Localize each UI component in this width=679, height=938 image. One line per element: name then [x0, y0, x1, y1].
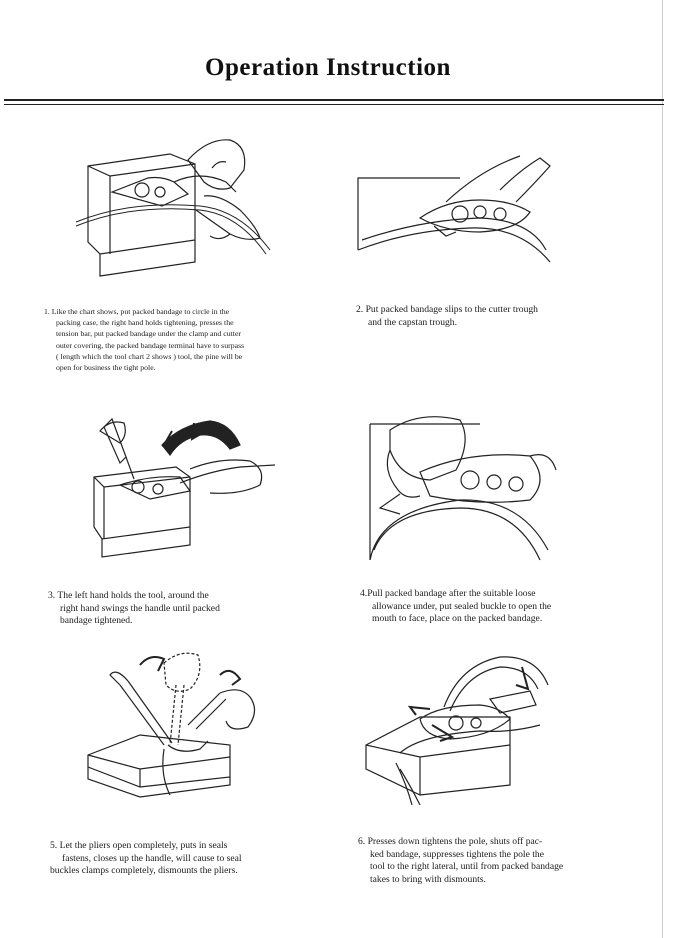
step-2-caption: 2. Put packed bandage slips to the cutte…	[356, 304, 538, 329]
page-title: Operation Instruction	[205, 54, 451, 81]
step-4-line: mouth to face, place on the packed banda…	[372, 613, 543, 625]
step-6-line: takes to bring with dismounts.	[370, 873, 486, 885]
step-2-line: 2. Put packed bandage slips to the cutte…	[356, 304, 538, 315]
step-3-line: 3. The left hand holds the tool, around …	[48, 590, 209, 601]
step-5-caption: 5. Let the pliers open completely, puts …	[50, 840, 242, 878]
step-4-line: allowance under, put sealed buckle to op…	[372, 600, 552, 612]
step-5-line: fastens, closes up the handle, will caus…	[62, 852, 242, 864]
step-2-illustration	[350, 150, 560, 280]
title-rule-thick	[4, 99, 664, 101]
step-1-illustration	[70, 130, 280, 280]
step-3-line: bandage tightened.	[60, 615, 133, 627]
step-4-caption: 4.Pull packed bandage after the suitable…	[360, 588, 551, 626]
step-1-line: 1. Like the chart shows, put packed band…	[44, 307, 230, 316]
step-6-line: 6. Presses down tightens the pole, shuts…	[358, 836, 543, 847]
step-3-caption: 3. The left hand holds the tool, around …	[48, 590, 220, 628]
step-1-line: packing case, the right hand holds tight…	[56, 318, 234, 328]
step-4-line: 4.Pull packed bandage after the suitable…	[360, 588, 536, 599]
step-6-line: tool to the right lateral, until from pa…	[370, 861, 564, 873]
step-1-line: open for business the tight pole.	[56, 363, 156, 373]
step-6-line: ked bandage, suppresses tightens the pol…	[370, 848, 544, 860]
title-rule-thin	[4, 104, 664, 105]
step-1-line: tension bar, put packed bandage under th…	[56, 329, 242, 339]
step-2-line: and the capstan trough.	[368, 316, 457, 328]
step-5-line: buckles clamps completely, dismounts the…	[50, 865, 238, 877]
step-3-illustration	[80, 405, 290, 565]
page-edge-line	[662, 0, 663, 938]
step-6-caption: 6. Presses down tightens the pole, shuts…	[358, 836, 563, 886]
step-3-line: right hand swings the handle until packe…	[60, 602, 220, 614]
step-5-illustration	[80, 645, 280, 805]
step-1-line: ( length which the tool chart 2 shows ) …	[56, 351, 243, 361]
step-1-line: outer covering, the packed bandage termi…	[56, 340, 245, 350]
step-6-illustration	[360, 645, 560, 805]
step-4-illustration	[360, 410, 560, 570]
step-1-caption: 1. Like the chart shows, put packed band…	[44, 306, 244, 373]
step-5-line: 5. Let the pliers open completely, puts …	[50, 840, 228, 851]
